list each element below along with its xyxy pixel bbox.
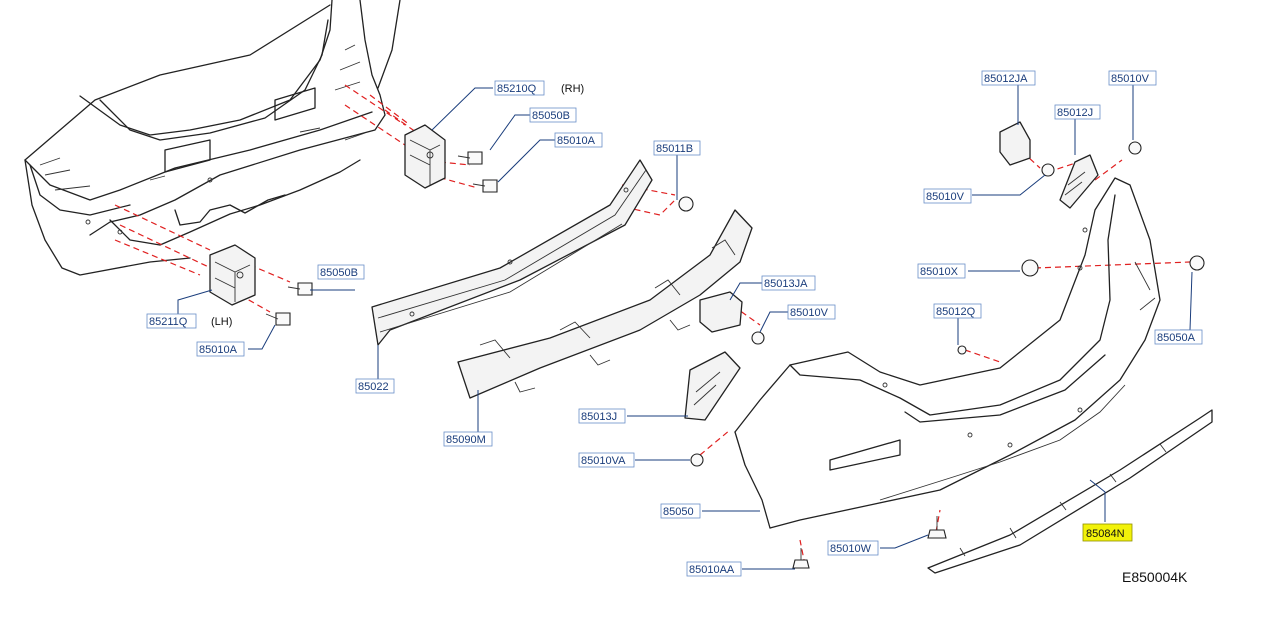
callout-85010X: 85010X bbox=[917, 263, 966, 279]
svg-text:(LH): (LH) bbox=[211, 316, 232, 328]
callout-85013JA: 85013JA bbox=[761, 275, 816, 291]
svg-text:85010V: 85010V bbox=[1111, 73, 1150, 85]
svg-text:85010V: 85010V bbox=[926, 191, 965, 203]
callout-85010VA: 85010VA bbox=[578, 452, 635, 468]
callout-85010V-left: 85010V bbox=[923, 188, 972, 204]
svg-text:85012JA: 85012JA bbox=[984, 73, 1028, 85]
svg-text:85090M: 85090M bbox=[446, 434, 486, 446]
callout-85050: 85050 bbox=[660, 503, 701, 519]
callout-85022: 85022 bbox=[355, 378, 395, 394]
callout-85011B: 85011B bbox=[653, 140, 701, 156]
callout-85013J: 85013J bbox=[578, 408, 626, 424]
svg-text:85010X: 85010X bbox=[920, 266, 959, 278]
bracket-fasteners bbox=[265, 151, 498, 326]
svg-text:85012J: 85012J bbox=[1057, 107, 1093, 119]
svg-text:85210Q: 85210Q bbox=[497, 83, 537, 95]
svg-text:85010V: 85010V bbox=[790, 307, 829, 319]
callout-85050B-upper: 85050B bbox=[529, 107, 577, 123]
svg-text:85022: 85022 bbox=[358, 381, 389, 393]
callout-85050B-lower: 85050B bbox=[317, 264, 365, 280]
callout-85010V-right: 85010V bbox=[1108, 70, 1157, 86]
callout-85010A-upper: 85010A bbox=[554, 132, 603, 148]
svg-text:85010AA: 85010AA bbox=[689, 564, 735, 576]
bumper-bracket-rh bbox=[404, 124, 446, 189]
diagram-reference-code: E850004K bbox=[1122, 569, 1188, 585]
fascia-fasteners bbox=[678, 141, 1205, 569]
svg-text:85012Q: 85012Q bbox=[936, 306, 976, 318]
bumper-bracket-lh bbox=[209, 244, 256, 306]
svg-text:85084N: 85084N bbox=[1086, 528, 1125, 540]
svg-text:85011B: 85011B bbox=[656, 143, 693, 155]
svg-text:85211Q: 85211Q bbox=[149, 316, 188, 328]
rear-body-panel bbox=[24, 0, 401, 276]
callout-labels: 85210Q (RH) 85050B 85010A 85011B 85050B … bbox=[146, 70, 1203, 577]
svg-text:85050B: 85050B bbox=[532, 110, 570, 122]
callout-85084N: 85084N bbox=[1082, 523, 1133, 542]
callout-85012J: 85012J bbox=[1054, 104, 1101, 120]
callout-85010A-lower: 85010A bbox=[196, 341, 245, 357]
callout-85010AA: 85010AA bbox=[686, 561, 742, 577]
callout-85090M: 85090M bbox=[443, 431, 493, 447]
bumper-reinforcement bbox=[371, 159, 653, 346]
svg-text:85050B: 85050B bbox=[320, 267, 358, 279]
bumper-fascia bbox=[734, 177, 1161, 529]
callout-85211Q: 85211Q (LH) bbox=[146, 313, 232, 329]
svg-text:85050: 85050 bbox=[663, 506, 694, 518]
svg-text:85010A: 85010A bbox=[557, 135, 596, 147]
callout-85210Q: 85210Q (RH) bbox=[494, 80, 584, 96]
svg-text:85013JA: 85013JA bbox=[764, 278, 808, 290]
svg-text:85010W: 85010W bbox=[830, 543, 872, 555]
callout-85050A: 85050A bbox=[1154, 329, 1203, 345]
svg-text:85010A: 85010A bbox=[199, 344, 238, 356]
callout-85010W: 85010W bbox=[827, 540, 879, 556]
svg-text:85010VA: 85010VA bbox=[581, 455, 626, 467]
svg-text:(RH): (RH) bbox=[561, 83, 584, 95]
callout-85010V-mid: 85010V bbox=[787, 304, 836, 320]
callout-85012JA: 85012JA bbox=[981, 70, 1036, 86]
svg-text:85013J: 85013J bbox=[581, 411, 617, 423]
callout-85012Q: 85012Q bbox=[933, 303, 982, 319]
side-brackets bbox=[684, 121, 1099, 421]
lower-finisher bbox=[927, 409, 1213, 574]
energy-absorber bbox=[457, 209, 753, 399]
leader-lines bbox=[177, 85, 1193, 570]
svg-text:85050A: 85050A bbox=[1157, 332, 1196, 344]
